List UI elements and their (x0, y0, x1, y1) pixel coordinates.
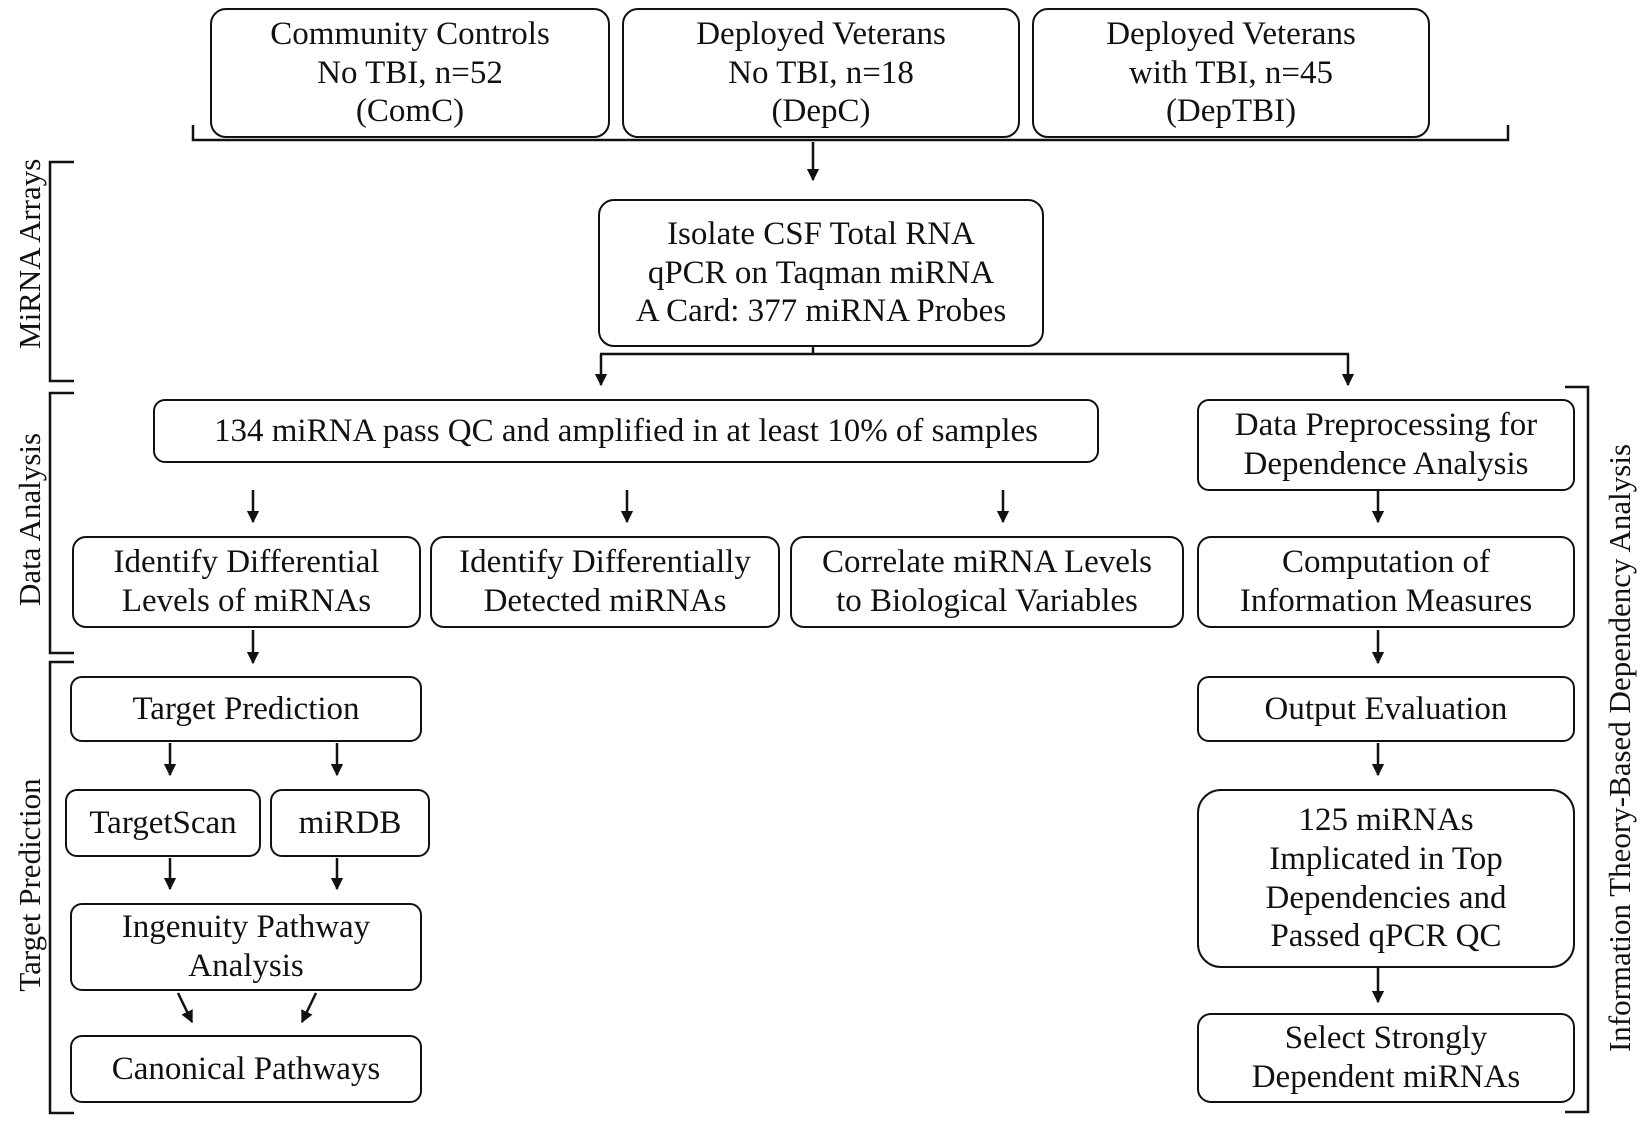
arrow-to-canonical-left (176, 992, 194, 1024)
box-text-line: miRDB (298, 804, 402, 841)
box-text-line: 134 miRNA pass QC and amplified in at le… (214, 412, 1038, 449)
box-text-line: Identify Differential (113, 544, 380, 581)
box-text-line: No TBI, n=18 (728, 54, 914, 91)
box-text-line: Isolate CSF Total RNA (667, 215, 975, 252)
box-text-line: Ingenuity Pathway (121, 909, 371, 946)
arrow-to-canonical-right (300, 992, 318, 1024)
box-text-line: Passed qPCR QC (1270, 918, 1502, 955)
box-targetscan: TargetScan (65, 789, 261, 857)
box-text-line: Select Strongly (1284, 1020, 1488, 1057)
box-mirdb: miRDB (270, 789, 430, 857)
box-text-line: Data Preprocessing for (1234, 407, 1538, 444)
box-text-line: Deployed Veterans (696, 15, 946, 52)
box-text-line: No TBI, n=52 (317, 54, 503, 91)
label-info-theory: Information Theory-Based Dependency Anal… (1602, 443, 1637, 1053)
box-text-line: Output Evaluation (1264, 690, 1508, 727)
label-mirna-arrays: MiRNA Arrays (12, 158, 47, 349)
box-qc-pass: 134 miRNA pass QC and amplified in at le… (153, 399, 1099, 463)
box-text-line: Analysis (188, 948, 304, 984)
box-text-line: Implicated in Top (1269, 840, 1503, 877)
box-text-line: (DepTBI) (1165, 93, 1297, 130)
box-text-line: (DepC) (771, 93, 871, 130)
box-text-line: A Card: 377 miRNA Probes (635, 293, 1007, 330)
box-text-line: Levels of miRNAs (121, 583, 372, 619)
box-text-line: Community Controls (270, 15, 550, 52)
box-text-line: (ComC) (355, 93, 465, 130)
box-text-line: Identify Differentially (459, 544, 751, 581)
cohort-brace (191, 125, 1510, 142)
box-text-line: Dependent miRNAs (1251, 1059, 1521, 1095)
box-text-line: Computation of (1281, 544, 1491, 581)
box-text-line: Canonical Pathways (111, 1050, 381, 1087)
box-text-line: to Biological Variables (836, 583, 1138, 619)
box-target-prediction: Target Prediction (70, 676, 422, 742)
box-text-line: Deployed Veterans (1106, 15, 1356, 52)
box-text-line: 125 miRNAs (1298, 801, 1474, 838)
bracket-info-theory (1565, 385, 1590, 1114)
box-text-line: Information Measures (1239, 583, 1533, 619)
box-text-line: with TBI, n=45 (1128, 54, 1334, 91)
box-text-line: Target Prediction (132, 690, 360, 727)
box-text-line: Dependence Analysis (1243, 446, 1529, 482)
box-text-line: TargetScan (89, 804, 237, 841)
box-text-line: Correlate miRNA Levels (822, 544, 1152, 581)
box-text-line: Dependencies and (1265, 879, 1507, 916)
box-canonical-pathways: Canonical Pathways (70, 1035, 422, 1103)
bracket-mirna-arrays (48, 160, 74, 383)
box-text-line: Detected miRNAs (483, 583, 727, 619)
label-target-prediction: Target Prediction (12, 778, 47, 992)
bracket-target-prediction (48, 660, 74, 1115)
box-output-evaluation: Output Evaluation (1197, 676, 1575, 742)
label-data-analysis: Data Analysis (12, 432, 47, 606)
box-text-line: qPCR on Taqman miRNA (647, 254, 995, 291)
bracket-data-analysis (48, 391, 74, 655)
